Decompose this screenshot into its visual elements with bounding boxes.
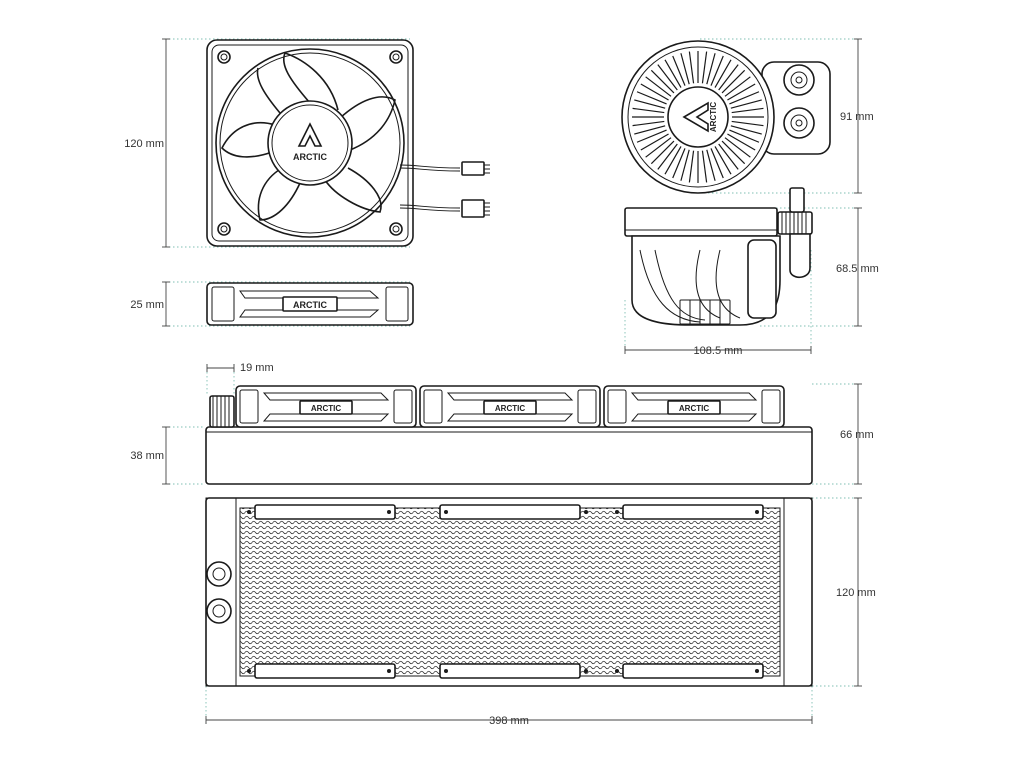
radiator-front-view <box>205 497 862 724</box>
radiator-fan-brand: ARCTIC <box>311 404 341 413</box>
hose-fitting-icon <box>783 107 815 139</box>
fan-connector-icon <box>461 161 485 176</box>
fitting-offset-label: 19 mm <box>240 362 274 374</box>
fan-hub-brand: ARCTIC <box>293 152 327 162</box>
radiator-height-label: 120 mm <box>836 587 876 599</box>
pump-width-label: 108.5 mm <box>694 345 743 357</box>
radiator-side-view: ARCTIC ARCTIC ARCTIC <box>162 364 862 485</box>
pump-length-label: 91 mm <box>840 111 874 123</box>
radiator-thickness-label: 38 mm <box>130 450 164 462</box>
pump-height-label: 68.5 mm <box>836 263 879 275</box>
hose-fitting-icon <box>783 64 815 96</box>
pump-top-brand: ARCTIC <box>709 102 718 132</box>
hose-fitting-icon <box>206 561 232 587</box>
radiator-fan-3: ARCTIC <box>603 385 785 428</box>
radiator-length-label: 398 mm <box>489 715 529 727</box>
fan-connector-icon <box>461 199 485 218</box>
pump-side-view <box>624 187 862 354</box>
radiator-fan-2: ARCTIC <box>419 385 601 428</box>
hose-fitting-icon <box>206 598 232 624</box>
total-thickness-label: 66 mm <box>840 429 874 441</box>
fan-side-view: ARCTIC <box>162 281 414 327</box>
fan-side-brand: ARCTIC <box>293 300 327 310</box>
fan-height-label: 120 mm <box>124 138 164 150</box>
radiator-fan-brand: ARCTIC <box>679 404 709 413</box>
pump-top-view: ARCTIC <box>621 38 862 194</box>
radiator-fan-brand: ARCTIC <box>495 404 525 413</box>
fan-thickness-label: 25 mm <box>130 299 164 311</box>
radiator-fan-1: ARCTIC <box>235 385 417 428</box>
fan-front-view: ARCTIC <box>162 38 490 248</box>
